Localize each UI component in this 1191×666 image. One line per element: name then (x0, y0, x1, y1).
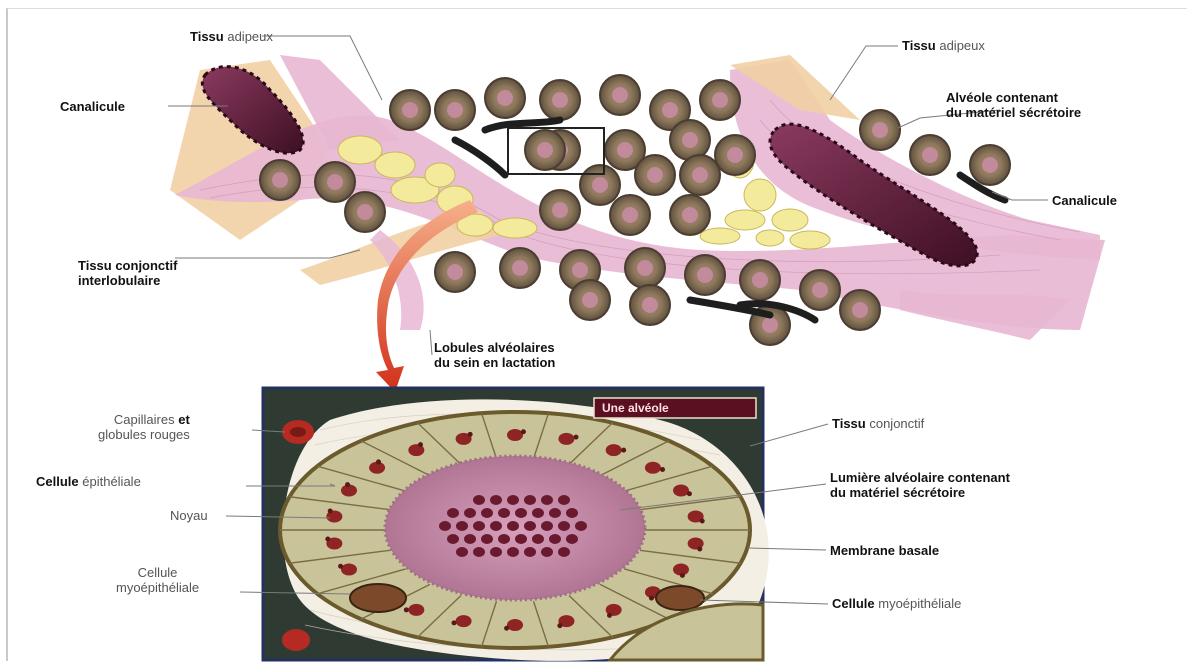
label-canalicule-left: Canalicule (60, 99, 125, 114)
label-tissu-adipeux-top: Tissu adipeux (190, 29, 273, 44)
label-noyau: Noyau (170, 508, 208, 523)
label-membrane-basale: Membrane basale (830, 543, 939, 558)
label-tissu-conjonctif-right: Tissu conjonctif (832, 416, 924, 431)
label-tissu-adipeux-right: Tissu adipeux (902, 38, 985, 53)
label-cellule-myoepitheliale-right: Cellule myoépithéliale (832, 596, 961, 611)
label-une-alveole: Une alvéole (602, 401, 669, 416)
label-canalicule-right: Canalicule (1052, 193, 1117, 208)
alveolus-inset (263, 388, 769, 661)
label-cellule-epitheliale: Cellule épithéliale (36, 474, 141, 489)
